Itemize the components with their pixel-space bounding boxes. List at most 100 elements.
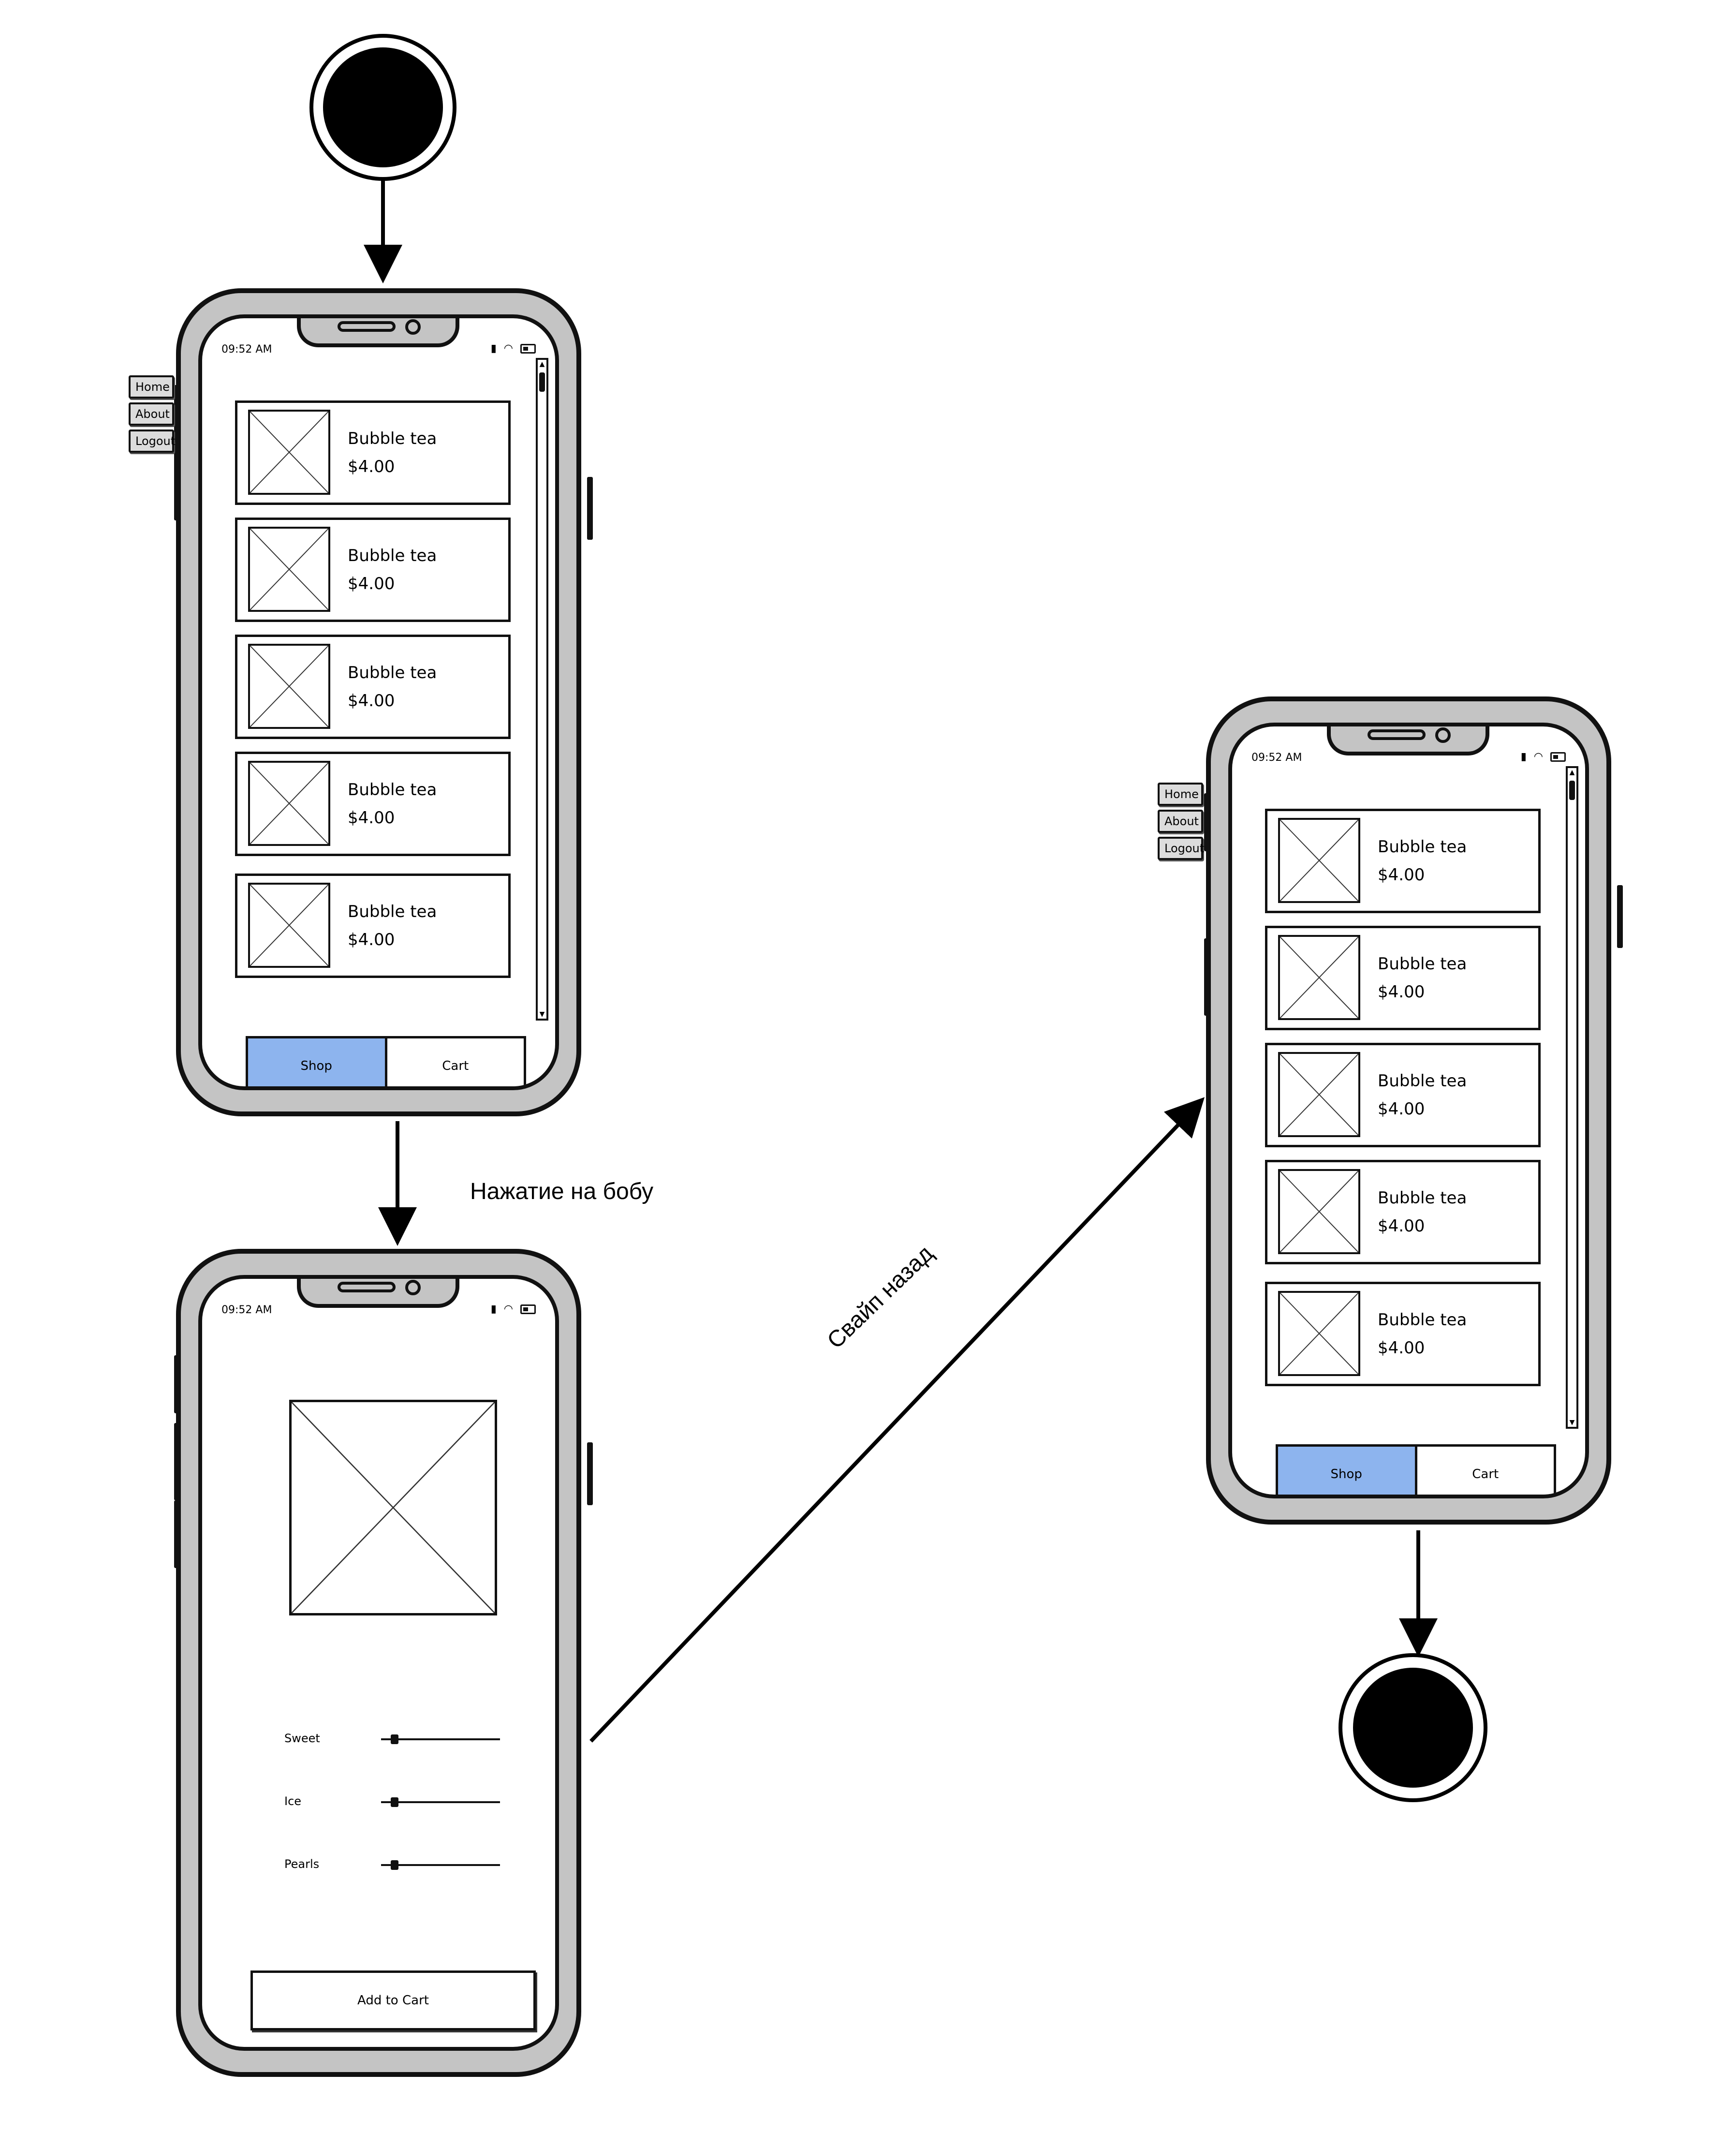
product-price: $4.00 [1378, 865, 1425, 885]
status-icons: ▮ ◠ [487, 342, 536, 355]
signal-icon: ▮ [490, 342, 497, 355]
speaker-icon [338, 1282, 396, 1292]
power-button [1617, 885, 1623, 948]
menu-about[interactable]: About [129, 402, 174, 426]
tab-bar: Shop Cart [246, 1036, 526, 1086]
product-card[interactable]: Bubble tea $4.00 [235, 635, 511, 739]
signal-icon: ▮ [1520, 751, 1527, 763]
slider-ice[interactable]: Ice [284, 1792, 507, 1812]
tab-bar: Shop Cart [1276, 1444, 1556, 1495]
scrollbar[interactable]: ▲ ▼ [1566, 766, 1578, 1429]
battery-icon [520, 1304, 536, 1314]
tab-cart[interactable]: Cart [1417, 1447, 1554, 1495]
screen: 09:52 AM ▮ ◠ Sweet Ice Pearls [198, 1275, 559, 2051]
slider-label: Ice [284, 1794, 302, 1808]
menu-logout[interactable]: Logout [129, 430, 175, 453]
product-name: Bubble tea [348, 429, 437, 448]
slider-track[interactable] [381, 1738, 500, 1740]
phone-product-list: 09:52 AM ▮ ◠ Bubble tea $4.00 Bubble tea… [174, 288, 593, 1125]
scroll-up-icon[interactable]: ▲ [539, 360, 545, 368]
image-placeholder-icon [248, 883, 330, 968]
scroll-down-icon[interactable]: ▼ [1569, 1419, 1575, 1426]
wifi-icon: ◠ [503, 1303, 513, 1315]
scroll-up-icon[interactable]: ▲ [1569, 769, 1575, 776]
image-placeholder-icon [248, 761, 330, 846]
start-node [309, 34, 456, 181]
menu-logout[interactable]: Logout [1158, 837, 1204, 860]
tab-shop[interactable]: Shop [248, 1038, 387, 1086]
product-card[interactable]: Bubble tea $4.00 [1265, 1043, 1541, 1147]
product-name: Bubble tea [1378, 1188, 1467, 1208]
product-price: $4.00 [1378, 1216, 1425, 1236]
scrollbar[interactable]: ▲ ▼ [536, 358, 548, 1021]
product-name: Bubble tea [348, 663, 437, 682]
product-price: $4.00 [348, 574, 395, 593]
slider-label: Sweet [284, 1732, 320, 1745]
product-name: Bubble tea [348, 902, 437, 921]
image-placeholder-icon [289, 1400, 497, 1615]
slider-track[interactable] [381, 1801, 500, 1803]
scroll-down-icon[interactable]: ▼ [539, 1010, 545, 1018]
signal-icon: ▮ [490, 1303, 497, 1315]
menu-home[interactable]: Home [1158, 783, 1203, 806]
product-name: Bubble tea [348, 546, 437, 565]
product-card[interactable]: Bubble tea $4.00 [1265, 1160, 1541, 1264]
product-name: Bubble tea [1378, 954, 1467, 974]
product-card[interactable]: Bubble tea $4.00 [235, 400, 511, 505]
phone-product-detail: 09:52 AM ▮ ◠ Sweet Ice Pearls [174, 1249, 593, 2086]
image-placeholder-icon [1278, 935, 1360, 1020]
status-time: 09:52 AM [221, 1304, 272, 1316]
slider-knob[interactable] [391, 1797, 398, 1807]
image-placeholder-icon [248, 527, 330, 612]
slider-sweet[interactable]: Sweet [284, 1730, 507, 1749]
add-to-cart-button[interactable]: Add to Cart [250, 1970, 536, 2030]
power-button [587, 1442, 593, 1505]
status-icons: ▮ ◠ [487, 1303, 536, 1315]
notch [297, 1279, 459, 1308]
end-node [1339, 1653, 1487, 1802]
product-card[interactable]: Bubble tea $4.00 [235, 518, 511, 622]
image-placeholder-icon [1278, 1052, 1360, 1137]
menu-about[interactable]: About [1158, 810, 1203, 833]
slider-label: Pearls [284, 1857, 320, 1871]
screen: 09:52 AM ▮ ◠ Bubble tea $4.00 Bubble tea… [198, 314, 559, 1090]
notch [1327, 726, 1489, 755]
slider-pearls[interactable]: Pearls [284, 1855, 507, 1875]
tap-transition-label: Нажатие на бобу [470, 1179, 654, 1204]
menu-home[interactable]: Home [129, 375, 174, 399]
device-frame: 09:52 AM ▮ ◠ Bubble tea $4.00 Bubble tea… [176, 288, 581, 1116]
scroll-thumb[interactable] [539, 372, 545, 392]
tab-shop[interactable]: Shop [1278, 1447, 1417, 1495]
product-price: $4.00 [348, 691, 395, 711]
product-name: Bubble tea [1378, 1310, 1467, 1330]
power-button [587, 477, 593, 540]
status-icons: ▮ ◠ [1517, 751, 1566, 763]
product-card[interactable]: Bubble tea $4.00 [235, 752, 511, 856]
image-placeholder-icon [1278, 1169, 1360, 1254]
product-price: $4.00 [348, 808, 395, 828]
product-card[interactable]: Bubble tea $4.00 [1265, 809, 1541, 913]
battery-icon [520, 344, 536, 354]
tab-cart[interactable]: Cart [387, 1038, 524, 1086]
arrow-detail-to-list [589, 1097, 1205, 1743]
speaker-icon [1368, 729, 1426, 740]
device-frame: 09:52 AM ▮ ◠ Sweet Ice Pearls [176, 1249, 581, 2077]
wifi-icon: ◠ [503, 342, 513, 355]
product-price: $4.00 [1378, 982, 1425, 1002]
slider-knob[interactable] [391, 1734, 398, 1744]
product-price: $4.00 [1378, 1099, 1425, 1119]
side-menu: Home About Logout [1158, 783, 1205, 864]
product-card[interactable]: Bubble tea $4.00 [1265, 1282, 1541, 1386]
notch [297, 318, 459, 347]
product-name: Bubble tea [1378, 1071, 1467, 1091]
phone-product-list-return: 09:52 AM ▮ ◠ Bubble tea $4.00 Bubble tea… [1204, 696, 1623, 1533]
status-time: 09:52 AM [221, 343, 272, 356]
slider-track[interactable] [381, 1864, 500, 1866]
screen: 09:52 AM ▮ ◠ Bubble tea $4.00 Bubble tea… [1228, 723, 1589, 1498]
image-placeholder-icon [1278, 818, 1360, 903]
image-placeholder-icon [248, 410, 330, 495]
slider-knob[interactable] [391, 1860, 398, 1870]
scroll-thumb[interactable] [1569, 781, 1575, 800]
product-card[interactable]: Bubble tea $4.00 [235, 874, 511, 978]
product-card[interactable]: Bubble tea $4.00 [1265, 926, 1541, 1030]
